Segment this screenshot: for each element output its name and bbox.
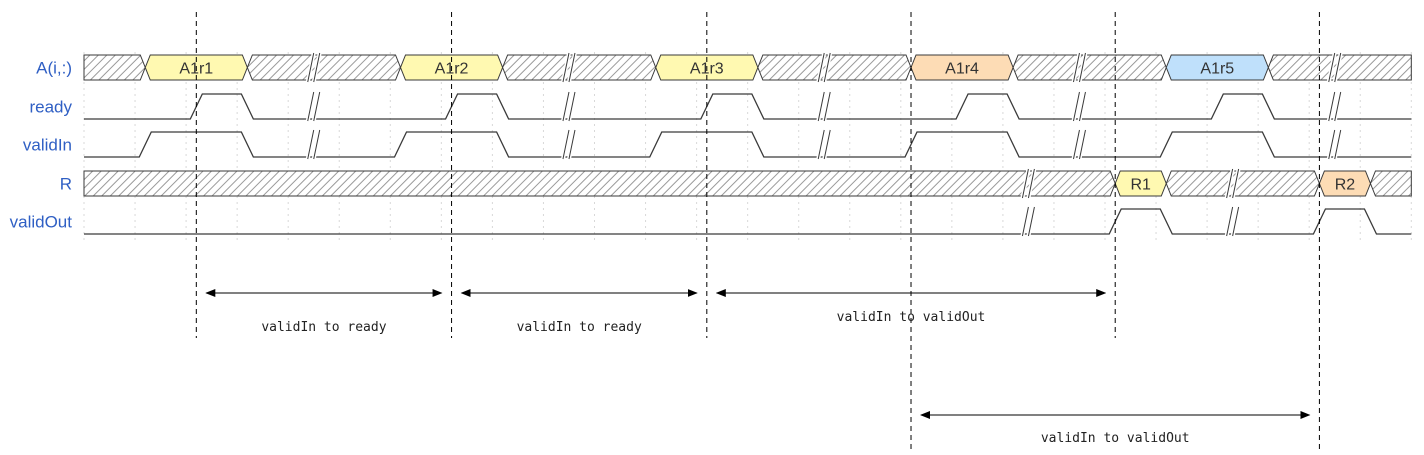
time-break-icon: [816, 91, 833, 122]
time-break-icon: [1020, 206, 1037, 237]
time-break-icon: [816, 129, 833, 160]
time-break-icon: [1326, 52, 1343, 83]
signal-label-ready: ready: [29, 98, 72, 117]
bus-value-label: R2: [1335, 177, 1356, 194]
time-break-icon: [816, 52, 833, 83]
bus-undefined-cell: [1012, 54, 1167, 81]
time-break-icon: [1071, 91, 1088, 122]
latency-annotation: validIn to ready: [205, 289, 443, 335]
latency-annotation: validIn to validOut: [920, 411, 1311, 446]
signal-label-ai: A(i,:): [36, 59, 72, 78]
time-break-icon: [1071, 129, 1088, 160]
bus-value-label: A1r4: [945, 61, 979, 78]
time-break-icon: [1020, 168, 1037, 199]
time-grid: [83, 52, 1412, 242]
time-break-icon: [305, 129, 322, 160]
waveform: [84, 131, 1412, 158]
time-break-icon: [1071, 52, 1088, 83]
time-markers: [195, 12, 1320, 452]
time-break-icon: [561, 91, 577, 122]
bus-value-label: R1: [1131, 177, 1152, 194]
signal-label-r: R: [60, 175, 72, 194]
time-break-icon: [1224, 206, 1241, 237]
signal-label-validin: validIn: [23, 136, 72, 155]
bus-undefined-cell: [246, 54, 402, 81]
signal-r: R1 R2: [83, 168, 1412, 199]
bus-value-label: A1r5: [1200, 61, 1234, 78]
annotation-label: validIn to validOut: [837, 310, 986, 325]
time-break-icon: [561, 52, 577, 83]
time-break-icon: [1326, 129, 1343, 160]
time-break-icon: [305, 91, 322, 122]
latency-annotation: validIn to validOut: [715, 289, 1107, 325]
signal-label-validout: validOut: [10, 213, 73, 232]
waveform: [84, 93, 1412, 120]
bus-undefined-cell: [83, 54, 146, 81]
annotation-label: validIn to ready: [517, 320, 642, 335]
annotation-label: validIn to ready: [261, 320, 386, 335]
bus-undefined-cell: [1165, 170, 1320, 197]
time-break-icon: [1326, 91, 1343, 122]
bus-undefined-cell: [1369, 170, 1412, 197]
bus-value-cell: [1165, 54, 1269, 81]
bus-undefined-cell: [502, 54, 657, 81]
bus-undefined-cell: [757, 54, 912, 81]
signal-ready: [84, 91, 1412, 122]
bus-undefined-cell: [83, 170, 1116, 197]
time-break-icon: [561, 129, 577, 160]
time-break-icon: [1224, 168, 1241, 199]
latency-annotation: validIn to ready: [460, 289, 698, 335]
annotations: validIn to ready validIn to ready validIn …: [205, 289, 1311, 446]
time-break-icon: [305, 52, 322, 83]
annotation-label: validIn to validOut: [1041, 431, 1190, 446]
bus-undefined-cell: [1267, 54, 1412, 81]
